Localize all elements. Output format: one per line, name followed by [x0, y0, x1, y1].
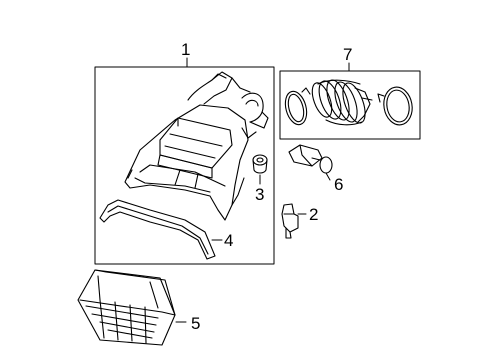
- callout-2: 2: [309, 205, 319, 224]
- grommet-part: [252, 154, 268, 185]
- part-1-box: [94, 66, 275, 265]
- callout-3: 3: [255, 185, 265, 204]
- leader-6: [325, 172, 331, 181]
- callout-5: 5: [191, 314, 201, 333]
- callout-6: 6: [334, 175, 344, 194]
- sensor-part: [288, 144, 333, 181]
- engine-cover-part: [124, 71, 269, 221]
- fastener-part: [281, 203, 307, 239]
- seal-strip-part: [99, 199, 223, 260]
- air-filter-part: [77, 269, 187, 346]
- callout-1: 1: [181, 40, 191, 59]
- callout-4: 4: [224, 231, 234, 250]
- intake-duct-part: [284, 79, 413, 126]
- part-7-box: [279, 70, 421, 140]
- callout-7: 7: [343, 45, 353, 64]
